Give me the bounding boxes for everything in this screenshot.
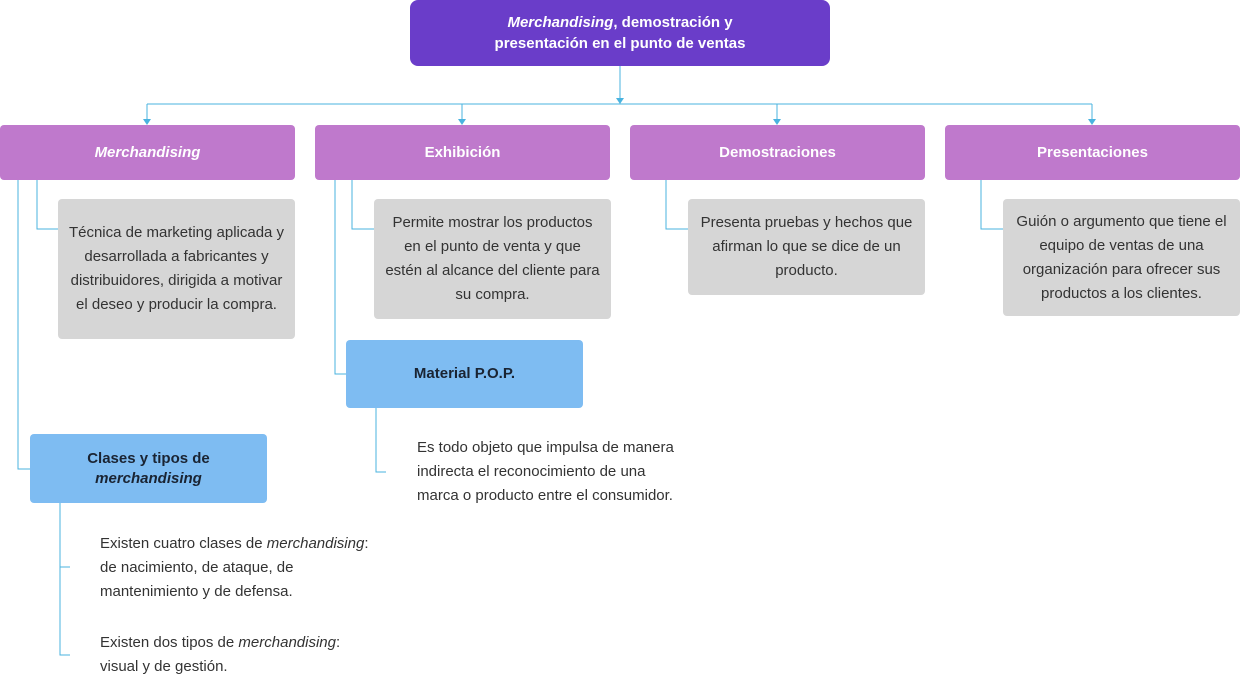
- category-label: Presentaciones: [1037, 144, 1148, 161]
- note-line: visual y de gestión.: [100, 658, 228, 675]
- description-merchandising: Técnica de marketing aplicada y desarrol…: [58, 199, 295, 339]
- description-text: Técnica de marketing aplicada y desarrol…: [68, 224, 285, 313]
- description-exhibicion: Permite mostrar los productos en el punt…: [374, 199, 611, 319]
- note-text-italic: merchandising: [238, 634, 336, 651]
- description-text: Permite mostrar los productos en el punt…: [385, 214, 600, 303]
- category-label: Exhibición: [424, 144, 501, 161]
- category-demostraciones: Demostraciones: [630, 125, 925, 180]
- material-pop-label: Material P.O.P.: [413, 365, 516, 382]
- note-line: de nacimiento, de ataque, de: [100, 559, 294, 576]
- clases-title-line-1: Clases y tipos de: [87, 449, 210, 467]
- clases-tipos-node: Clases y tipos de merchandising: [30, 434, 267, 503]
- note-text: Existen cuatro clases de: [100, 535, 267, 552]
- root-title-line-2: presentación en el punto de ventas: [494, 35, 746, 52]
- pop-desc-line: marca o producto entre el consumidor.: [417, 487, 673, 504]
- clases-note: Existen cuatro clases de merchandising: …: [100, 532, 400, 604]
- description-demostraciones: Presenta pruebas y hechos que afirman lo…: [688, 199, 925, 295]
- tipos-note: Existen dos tipos de merchandising: visu…: [100, 631, 400, 679]
- clases-title-line-2: merchandising: [95, 469, 202, 487]
- note-text: :: [364, 535, 369, 552]
- root-node: Merchandising, demostración y presentaci…: [410, 0, 830, 66]
- category-label: Merchandising: [94, 144, 201, 161]
- pop-desc-line: Es todo objeto que impulsa de manera: [417, 439, 674, 456]
- description-text: Presenta pruebas y hechos que afirman lo…: [700, 214, 913, 279]
- category-exhibicion: Exhibición: [315, 125, 610, 180]
- note-text-italic: merchandising: [266, 535, 365, 552]
- description-presentaciones: Guión o argumento que tiene el equipo de…: [1003, 199, 1240, 316]
- description-text: Guión o argumento que tiene el equipo de…: [1016, 212, 1227, 302]
- material-pop-node: Material P.O.P.: [346, 340, 583, 408]
- category-label: Demostraciones: [719, 144, 836, 161]
- note-line: mantenimiento y de defensa.: [100, 583, 293, 600]
- pop-desc-line: indirecta el reconocimiento de una: [417, 463, 646, 480]
- category-merchandising: Merchandising: [0, 125, 295, 180]
- material-pop-description: Es todo objeto que impulsa de manera ind…: [417, 436, 717, 508]
- category-presentaciones: Presentaciones: [945, 125, 1240, 180]
- root-title-italic: Merchandising: [507, 14, 614, 31]
- note-text: Existen dos tipos de: [100, 634, 239, 651]
- root-title-part: , demostración y: [613, 14, 733, 31]
- note-text: :: [335, 634, 341, 651]
